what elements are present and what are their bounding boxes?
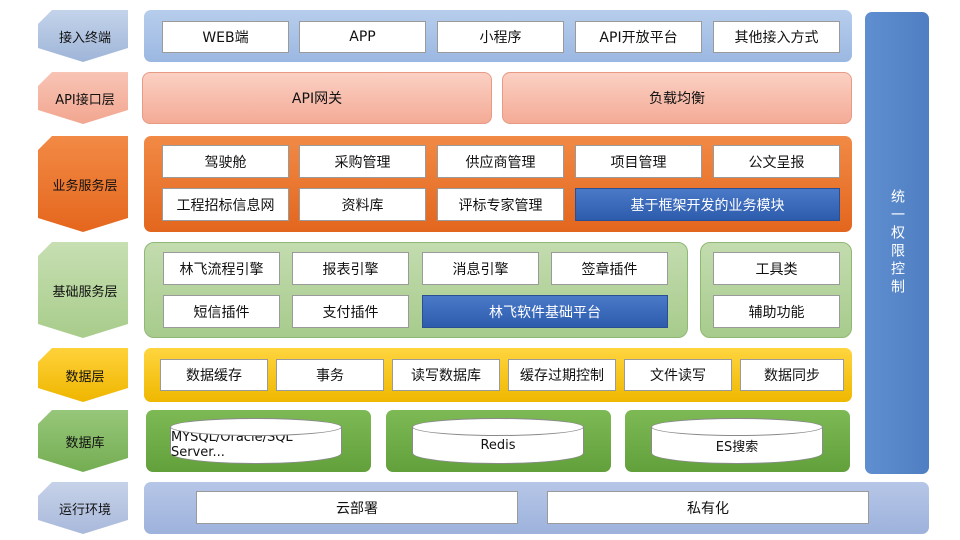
unified-permission-control: 统一权限控制 bbox=[865, 12, 929, 474]
database-cylinder-es: ES搜索 bbox=[651, 418, 823, 464]
foundation-item: 林飞流程引擎 bbox=[163, 252, 280, 285]
api-gateway: API网关 bbox=[142, 72, 492, 124]
layer-label-database: 数据库 bbox=[38, 410, 128, 472]
data-item: 读写数据库 bbox=[392, 359, 500, 391]
data-item: 缓存过期控制 bbox=[508, 359, 616, 391]
business-item: 工程招标信息网 bbox=[162, 188, 289, 221]
business-item: 采购管理 bbox=[299, 145, 426, 178]
tools-item: 工具类 bbox=[713, 252, 840, 285]
database-cylinder-top bbox=[412, 418, 584, 436]
layer-label-data: 数据层 bbox=[38, 348, 128, 402]
business-layer: 驾驶舱 采购管理 供应商管理 项目管理 公文呈报 工程招标信息网 资料库 评标专… bbox=[144, 136, 852, 232]
foundation-item: 短信插件 bbox=[163, 295, 280, 328]
data-item: 数据同步 bbox=[740, 359, 844, 391]
layer-label-access: 接入终端 bbox=[38, 10, 128, 62]
business-framework-module: 基于框架开发的业务模块 bbox=[575, 188, 840, 221]
auxiliary-item: 辅助功能 bbox=[713, 295, 840, 328]
database-cylinder-sql: MYSQL/Oracle/SQL Server... bbox=[170, 418, 342, 464]
access-item-app: APP bbox=[299, 21, 426, 53]
foundation-item: 签章插件 bbox=[551, 252, 668, 285]
business-item: 评标专家管理 bbox=[437, 188, 564, 221]
data-item: 文件读写 bbox=[624, 359, 732, 391]
business-item: 驾驶舱 bbox=[162, 145, 289, 178]
layer-label-business: 业务服务层 bbox=[38, 136, 128, 232]
access-item-web: WEB端 bbox=[162, 21, 289, 53]
database-cylinder-redis: Redis bbox=[412, 418, 584, 464]
database-cylinder-top bbox=[651, 418, 823, 436]
layer-label-runtime: 运行环境 bbox=[38, 482, 128, 534]
data-layer: 数据缓存 事务 读写数据库 缓存过期控制 文件读写 数据同步 bbox=[144, 348, 852, 402]
layer-label-api: API接口层 bbox=[38, 72, 128, 124]
access-item-api: API开放平台 bbox=[575, 21, 702, 53]
business-item: 资料库 bbox=[299, 188, 426, 221]
foundation-item: 报表引擎 bbox=[292, 252, 409, 285]
access-item-other: 其他接入方式 bbox=[713, 21, 840, 53]
database-group-redis: Redis bbox=[386, 410, 611, 472]
data-item: 事务 bbox=[276, 359, 384, 391]
database-group-sql: MYSQL/Oracle/SQL Server... bbox=[146, 410, 371, 472]
data-item: 数据缓存 bbox=[160, 359, 268, 391]
business-item: 公文呈报 bbox=[713, 145, 840, 178]
business-item: 项目管理 bbox=[575, 145, 702, 178]
foundation-platform: 林飞软件基础平台 bbox=[422, 295, 668, 328]
runtime-layer: 云部署 私有化 bbox=[144, 482, 929, 534]
database-cylinder-top bbox=[170, 418, 342, 436]
permission-label: 统一权限控制 bbox=[889, 189, 905, 297]
foundation-layer: 林飞流程引擎 报表引擎 消息引擎 签章插件 短信插件 支付插件 林飞软件基础平台 bbox=[144, 242, 688, 338]
load-balancer: 负载均衡 bbox=[502, 72, 852, 124]
tools-layer: 工具类 辅助功能 bbox=[700, 242, 852, 338]
foundation-item: 支付插件 bbox=[292, 295, 409, 328]
runtime-item-private: 私有化 bbox=[547, 491, 869, 524]
runtime-item-cloud: 云部署 bbox=[196, 491, 518, 524]
access-layer: WEB端 APP 小程序 API开放平台 其他接入方式 bbox=[144, 10, 852, 62]
database-group-es: ES搜索 bbox=[625, 410, 850, 472]
foundation-item: 消息引擎 bbox=[422, 252, 539, 285]
access-item-mini: 小程序 bbox=[437, 21, 564, 53]
layer-label-foundation: 基础服务层 bbox=[38, 242, 128, 338]
business-item: 供应商管理 bbox=[437, 145, 564, 178]
